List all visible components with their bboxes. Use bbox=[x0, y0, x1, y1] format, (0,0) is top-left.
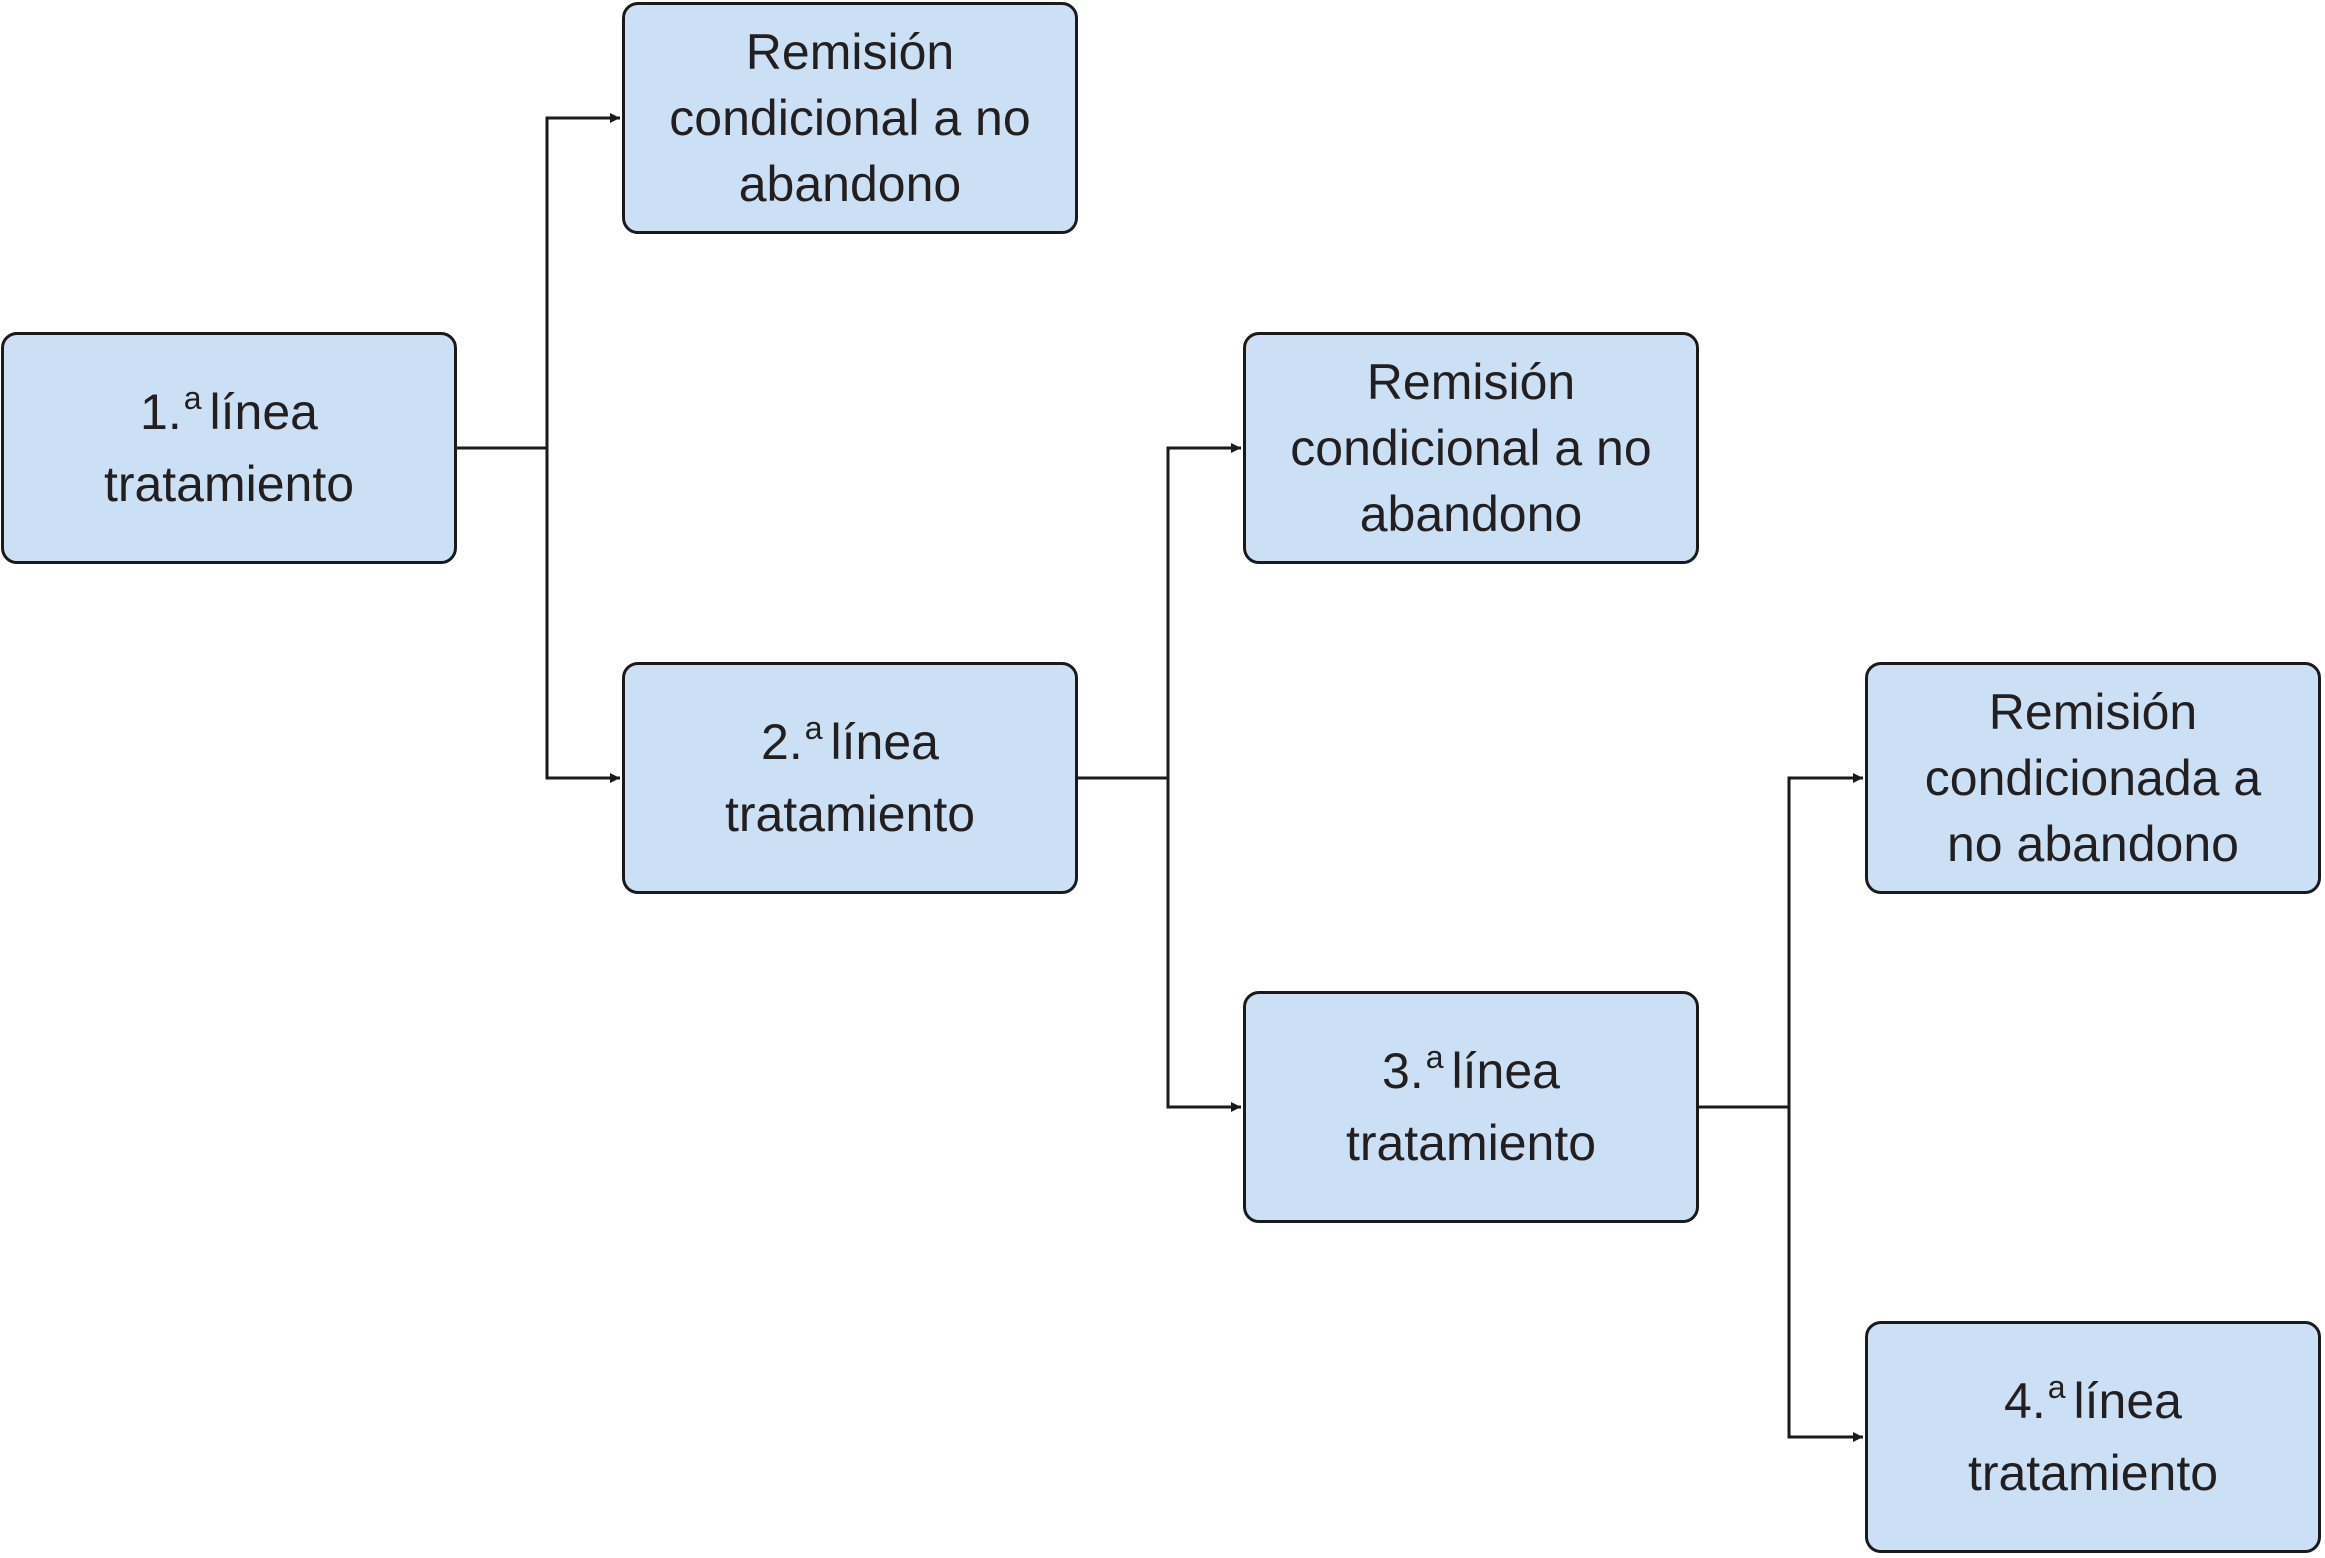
remission-2-line-3: abandono bbox=[1359, 486, 1583, 542]
remission-1-line-2: condicional a no bbox=[669, 90, 1031, 146]
connector-arrow-third-line-to-fourth-line bbox=[1699, 1105, 1863, 1442]
remission-1-label: Remisión condicional a no abandono bbox=[657, 19, 1042, 217]
remission-2-line-2: condicional a no bbox=[1290, 420, 1652, 476]
remission-1-line-3: abandono bbox=[738, 156, 962, 212]
second-line-number: 2. bbox=[761, 714, 803, 770]
connector-arrow-first-line-to-second-line bbox=[457, 446, 620, 783]
remission-2-line-1: Remisión bbox=[1366, 354, 1576, 410]
third-line-ordinal-indicator: a bbox=[1425, 1039, 1444, 1075]
remission-3-line-3: no abandono bbox=[1947, 816, 2239, 872]
remission-3-line-2: condicionada a bbox=[1924, 750, 2262, 806]
second-line-linea-word: línea bbox=[830, 714, 939, 770]
connector-arrow-first-line-to-remission-1 bbox=[457, 113, 620, 450]
third-line-treatment-word: tratamiento bbox=[1345, 1115, 1597, 1171]
connector-arrow-third-line-to-remission-3 bbox=[1699, 773, 1863, 1109]
first-line-number: 1. bbox=[140, 384, 182, 440]
fourth-line-linea-word: línea bbox=[2073, 1373, 2182, 1429]
remission-3-label: Remisión condicionada a no abandono bbox=[1913, 679, 2273, 877]
second-line-treatment-word: tratamiento bbox=[724, 786, 976, 842]
remission-node-1: Remisión condicional a no abandono bbox=[622, 2, 1078, 234]
fourth-line-number: 4. bbox=[2004, 1373, 2046, 1429]
first-line-ordinal-indicator: a bbox=[183, 380, 202, 416]
third-line-number: 3. bbox=[1382, 1043, 1424, 1099]
connector-arrow-second-line-to-remission-2 bbox=[1078, 443, 1241, 780]
first-line-treatment-word: tratamiento bbox=[103, 456, 355, 512]
fourth-line-ordinal-indicator: a bbox=[2047, 1369, 2066, 1405]
remission-node-3: Remisión condicionada a no abandono bbox=[1865, 662, 2321, 894]
remission-2-label: Remisión condicional a no abandono bbox=[1278, 349, 1663, 547]
remission-1-line-1: Remisión bbox=[745, 24, 955, 80]
connector-arrow-second-line-to-third-line bbox=[1078, 776, 1241, 1112]
second-line-ordinal-indicator: a bbox=[804, 710, 823, 746]
first-line-linea-word: línea bbox=[209, 384, 318, 440]
fourth-line-treatment-word: tratamiento bbox=[1967, 1445, 2219, 1501]
remission-node-2: Remisión condicional a no abandono bbox=[1243, 332, 1699, 564]
third-line-linea-word: línea bbox=[1451, 1043, 1560, 1099]
remission-3-line-1: Remisión bbox=[1988, 684, 2198, 740]
